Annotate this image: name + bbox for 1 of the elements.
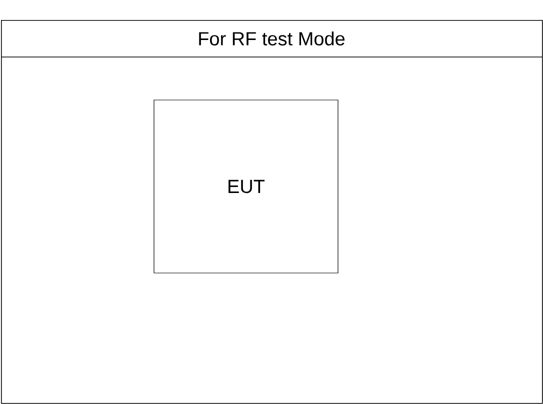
device-box: EUT <box>154 100 338 274</box>
